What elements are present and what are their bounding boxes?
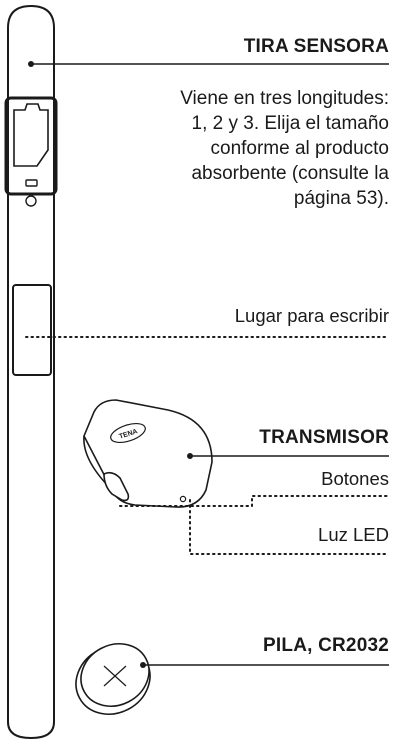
connector-notch xyxy=(25,179,38,187)
sensor-strip-description: Viene en tres longitudes: 1, 2 y 3. Elij… xyxy=(129,86,389,211)
led-label: Luz LED xyxy=(318,524,389,545)
transmitter-title: TRANSMISOR xyxy=(259,427,389,448)
buttons-label: Botones xyxy=(321,468,389,489)
sensor-connector xyxy=(4,96,58,196)
desc-line-1: Viene en tres longitudes: xyxy=(180,88,389,109)
sensor-strip-title: TIRA SENSORA xyxy=(243,36,389,57)
connector-hole xyxy=(25,195,37,207)
sensor-strip xyxy=(7,4,55,740)
desc-line-2: 1, 2 y 3. Elija el tamaño xyxy=(191,113,390,134)
writing-area-label: Lugar para escribir xyxy=(234,305,389,326)
tena-logo-oval xyxy=(110,422,146,444)
desc-line-5: página 53). xyxy=(293,188,389,209)
transmitter xyxy=(83,399,213,508)
battery-title: PILA, CR2032 xyxy=(263,635,389,656)
connector-slot xyxy=(13,103,49,167)
led-leader xyxy=(189,499,390,555)
battery xyxy=(75,643,151,715)
desc-line-3: conforme al producto xyxy=(210,138,390,159)
desc-line-4: absorbente (consulte la xyxy=(191,163,389,184)
buttons-leader xyxy=(119,495,390,507)
writing-area-box xyxy=(12,284,52,376)
led-indicator xyxy=(179,495,187,503)
transmitter-button xyxy=(103,471,130,502)
